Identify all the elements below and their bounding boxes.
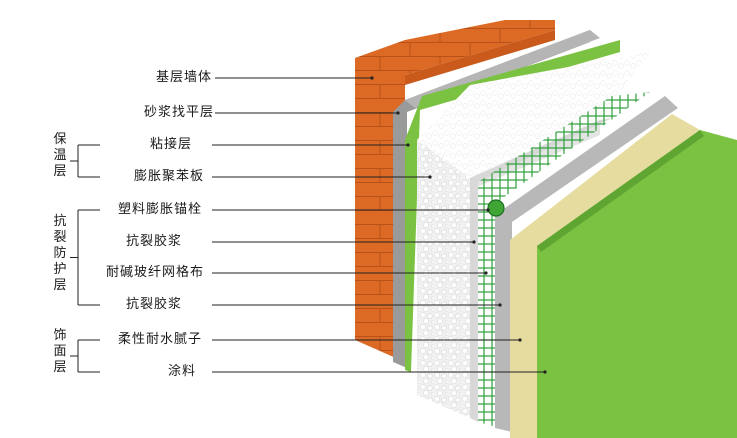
anti-crack-mortar-2-label: 抗裂胶浆 (126, 297, 183, 312)
anti-crack-mortar-2-face (495, 96, 678, 432)
anti-crack-mortar-1-leader-dot (472, 240, 476, 244)
paint-coating-edge (537, 130, 704, 252)
flexible-putty-face (510, 114, 700, 438)
flexible-putty-label: 柔性耐水腻子 (118, 332, 203, 347)
eps-board-leader-dot (428, 175, 432, 179)
eps-board-label: 膨胀聚苯板 (134, 169, 205, 184)
fiberglass-mesh-face (478, 92, 650, 428)
base-wall-top-edge (405, 30, 555, 85)
leveling-mortar-leader-dot (396, 111, 400, 115)
paint-coating-label: 涂料 (168, 364, 197, 379)
plastic-anchor-head (487, 199, 505, 217)
plastic-anchor-leader-dot (486, 208, 490, 212)
anti-crack-mortar-1-label: 抗裂胶浆 (126, 234, 183, 249)
leveling-mortar-label: 砂浆找平层 (144, 105, 215, 120)
adhesive-layer-leader-dot (406, 143, 410, 147)
paint-coating-face (537, 130, 737, 438)
eps-board-top (417, 52, 650, 178)
crack-protection-group-label: 抗裂防护层 (53, 214, 67, 293)
plastic-anchor-label: 塑料膨胀锚栓 (118, 202, 203, 217)
fiberglass-mesh-label: 耐碱玻纤网格布 (106, 265, 205, 280)
paint-coating-leader-dot (543, 370, 547, 374)
fiberglass-mesh-leader-dot (484, 271, 488, 275)
base-wall-label: 基层墙体 (156, 70, 213, 85)
finish-group-label: 饰面层 (53, 328, 67, 375)
anti-crack-mortar-2-leader-dot (498, 303, 502, 307)
base-wall-leader-dot (370, 76, 374, 80)
flexible-putty-leader-dot (518, 338, 522, 342)
eps-board-front (417, 140, 470, 418)
adhesive-layer-label: 粘接层 (150, 137, 193, 152)
insulation-group-label: 保温层 (53, 132, 67, 179)
